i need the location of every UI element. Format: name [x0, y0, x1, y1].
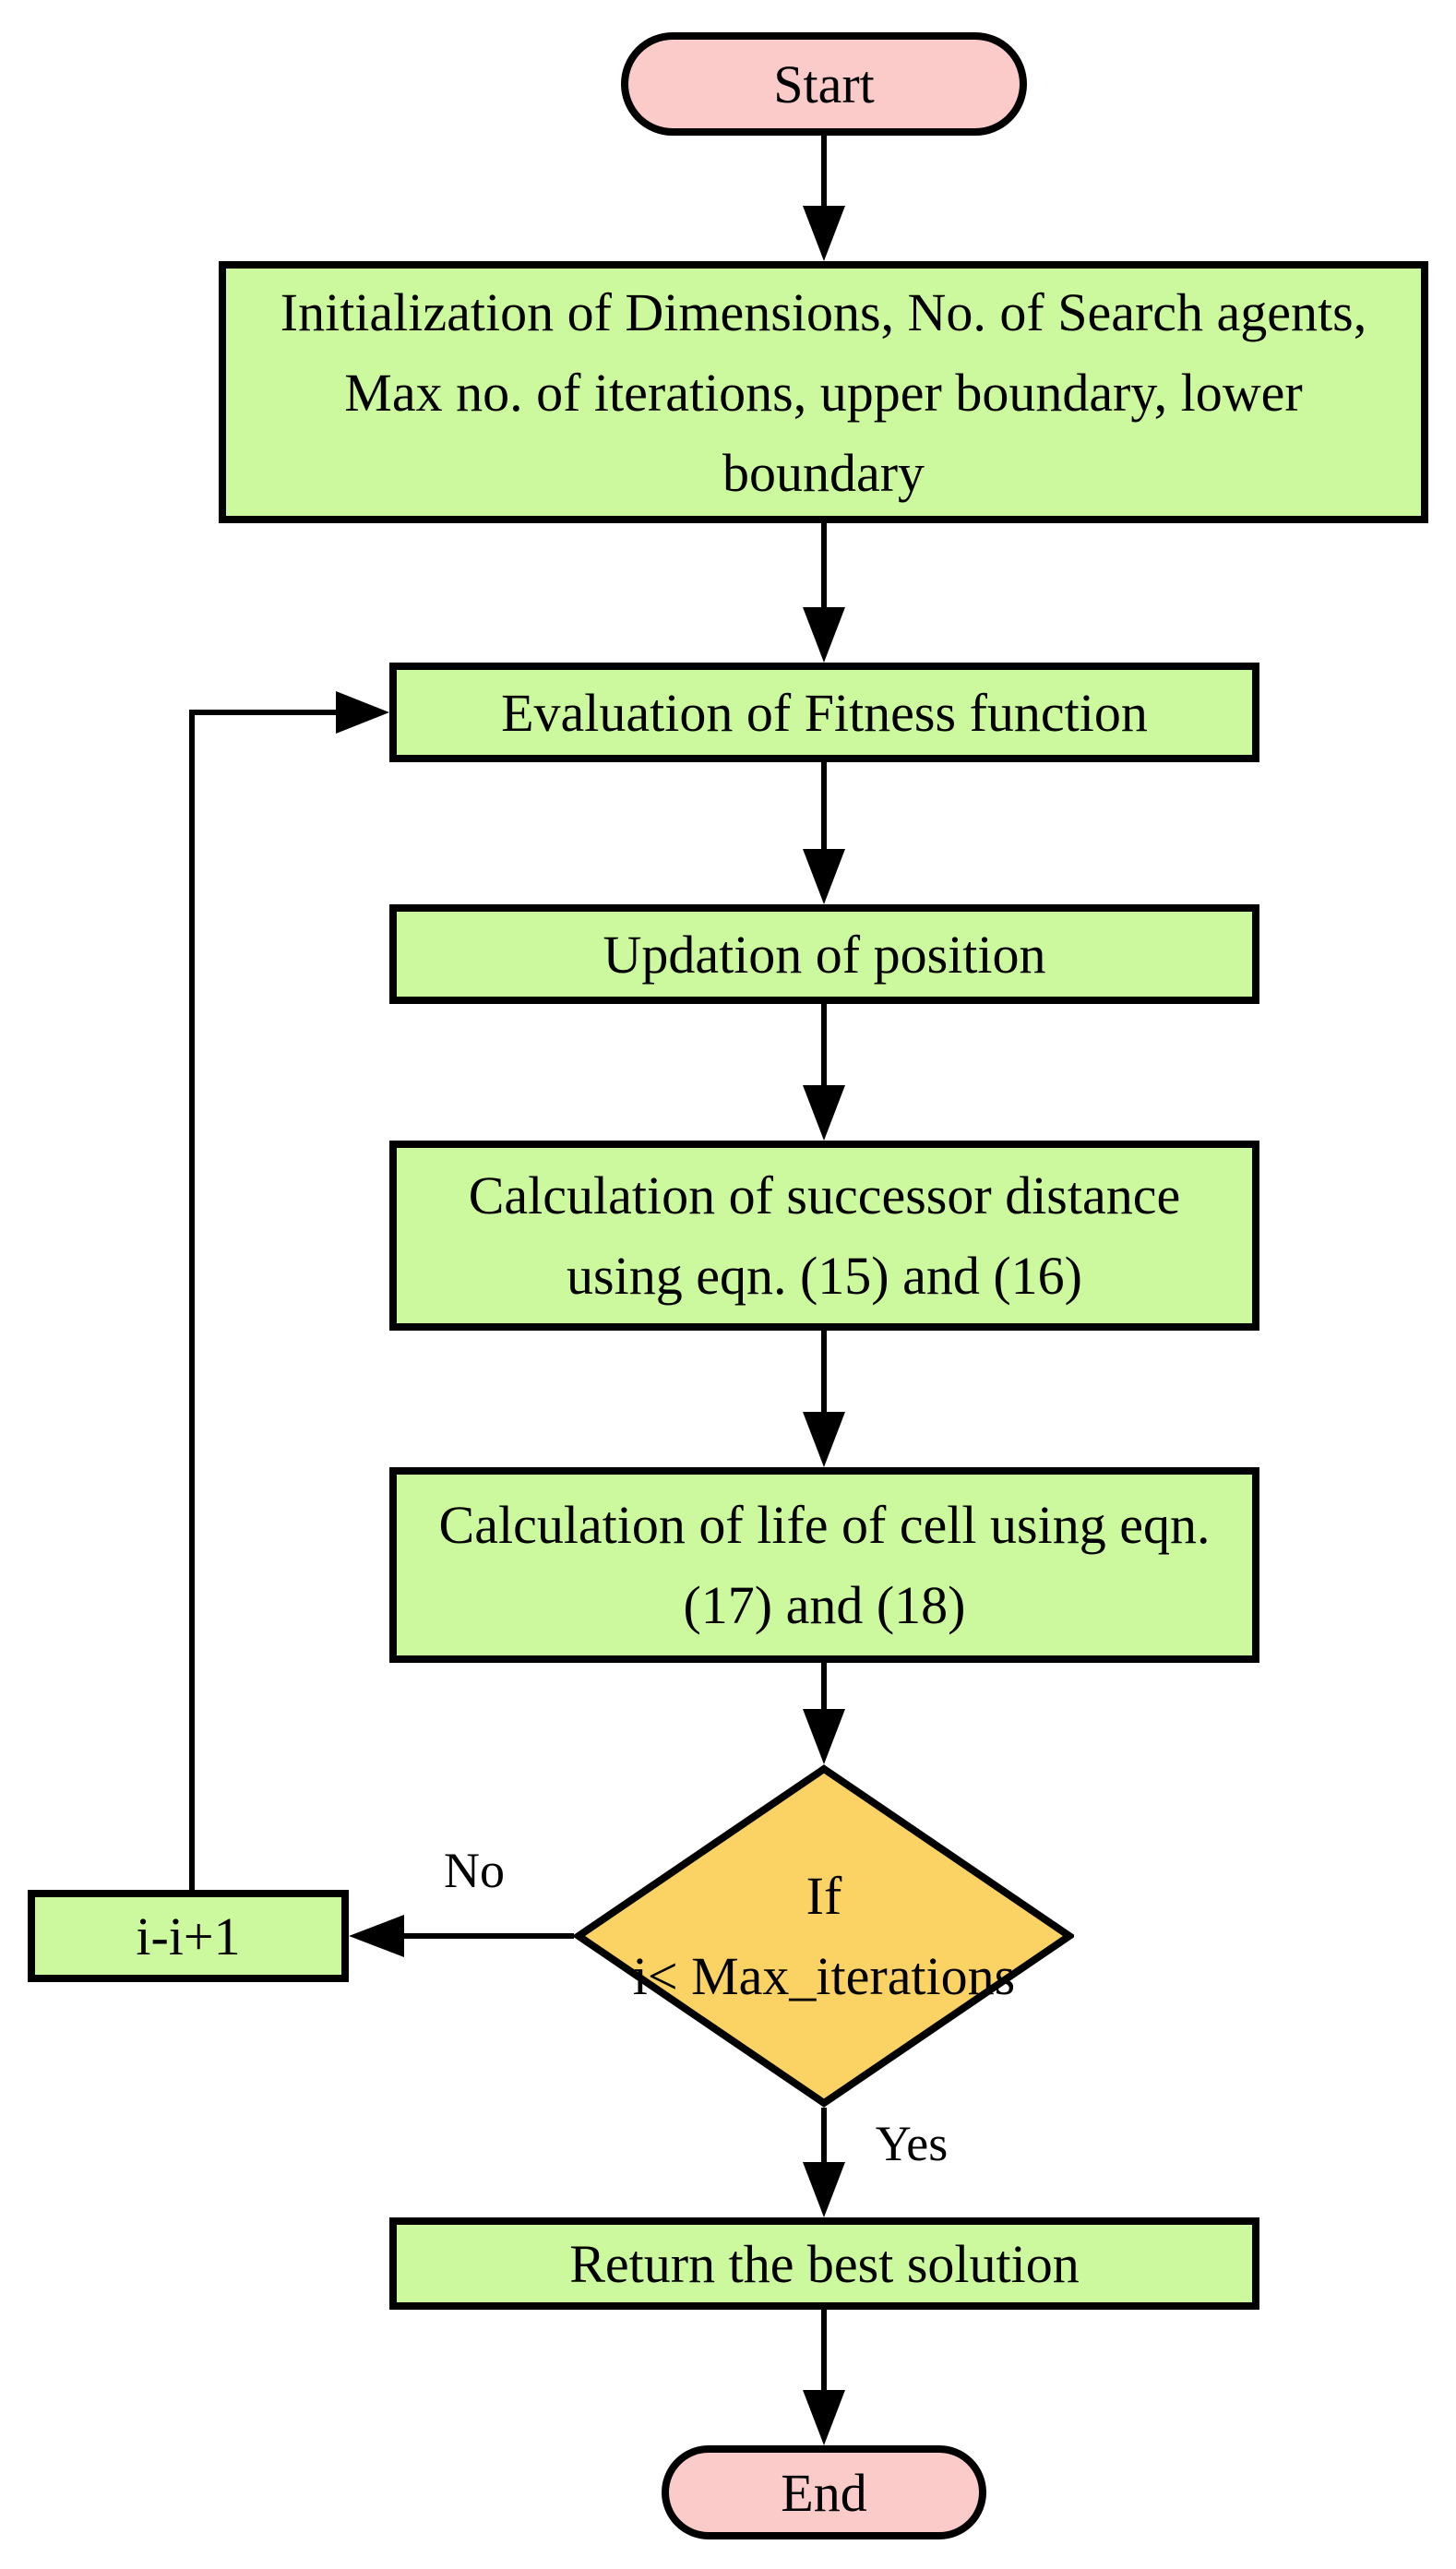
decision-diamond-shape	[574, 1764, 1074, 2108]
yes-branch-label: Yes	[875, 2116, 949, 2171]
arrow-start-to-init	[803, 136, 845, 261]
iteration-decision-label: If i< Max_iterations	[632, 1866, 1016, 2006]
return-solution-node-label: Return the best solution	[569, 2233, 1080, 2294]
start-node: Start	[621, 32, 1027, 136]
start-node-label: Start	[773, 54, 875, 114]
arrow-eval-to-update	[803, 762, 845, 904]
loop-increment-to-eval	[189, 691, 389, 1890]
successor-distance-node: Calculation of successor distance using …	[389, 1141, 1259, 1331]
end-node: End	[662, 2445, 986, 2539]
return-solution-node: Return the best solution	[389, 2217, 1259, 2310]
position-update-node: Updation of position	[389, 904, 1259, 1004]
increment-node-label: i-i+1	[136, 1906, 241, 1966]
fitness-evaluation-node: Evaluation of Fitness function	[389, 663, 1259, 762]
successor-distance-node-label: Calculation of successor distance using …	[468, 1165, 1181, 1306]
arrow-decision-no-to-increment	[349, 1915, 574, 1957]
arrow-life-to-decision	[803, 1663, 845, 1764]
initialization-node: Initialization of Dimensions, No. of Sea…	[219, 261, 1428, 523]
end-node-label: End	[781, 2462, 867, 2523]
arrow-return-to-end	[803, 2310, 845, 2445]
position-update-node-label: Updation of position	[603, 924, 1046, 985]
arrow-successor-to-life	[803, 1331, 845, 1467]
life-of-cell-node: Calculation of life of cell using eqn. (…	[389, 1467, 1259, 1663]
arrow-decision-yes-to-return	[803, 2108, 845, 2217]
no-branch-label: No	[444, 1843, 505, 1898]
iteration-decision-node: If i< Max_iterations	[574, 1764, 1074, 2108]
increment-node: i-i+1	[28, 1890, 349, 1982]
arrow-init-to-eval	[803, 523, 845, 663]
fitness-evaluation-node-label: Evaluation of Fitness function	[501, 682, 1148, 743]
initialization-node-label: Initialization of Dimensions, No. of Sea…	[280, 281, 1367, 503]
arrow-update-to-successor	[803, 1004, 845, 1141]
life-of-cell-node-label: Calculation of life of cell using eqn. (…	[438, 1495, 1211, 1635]
